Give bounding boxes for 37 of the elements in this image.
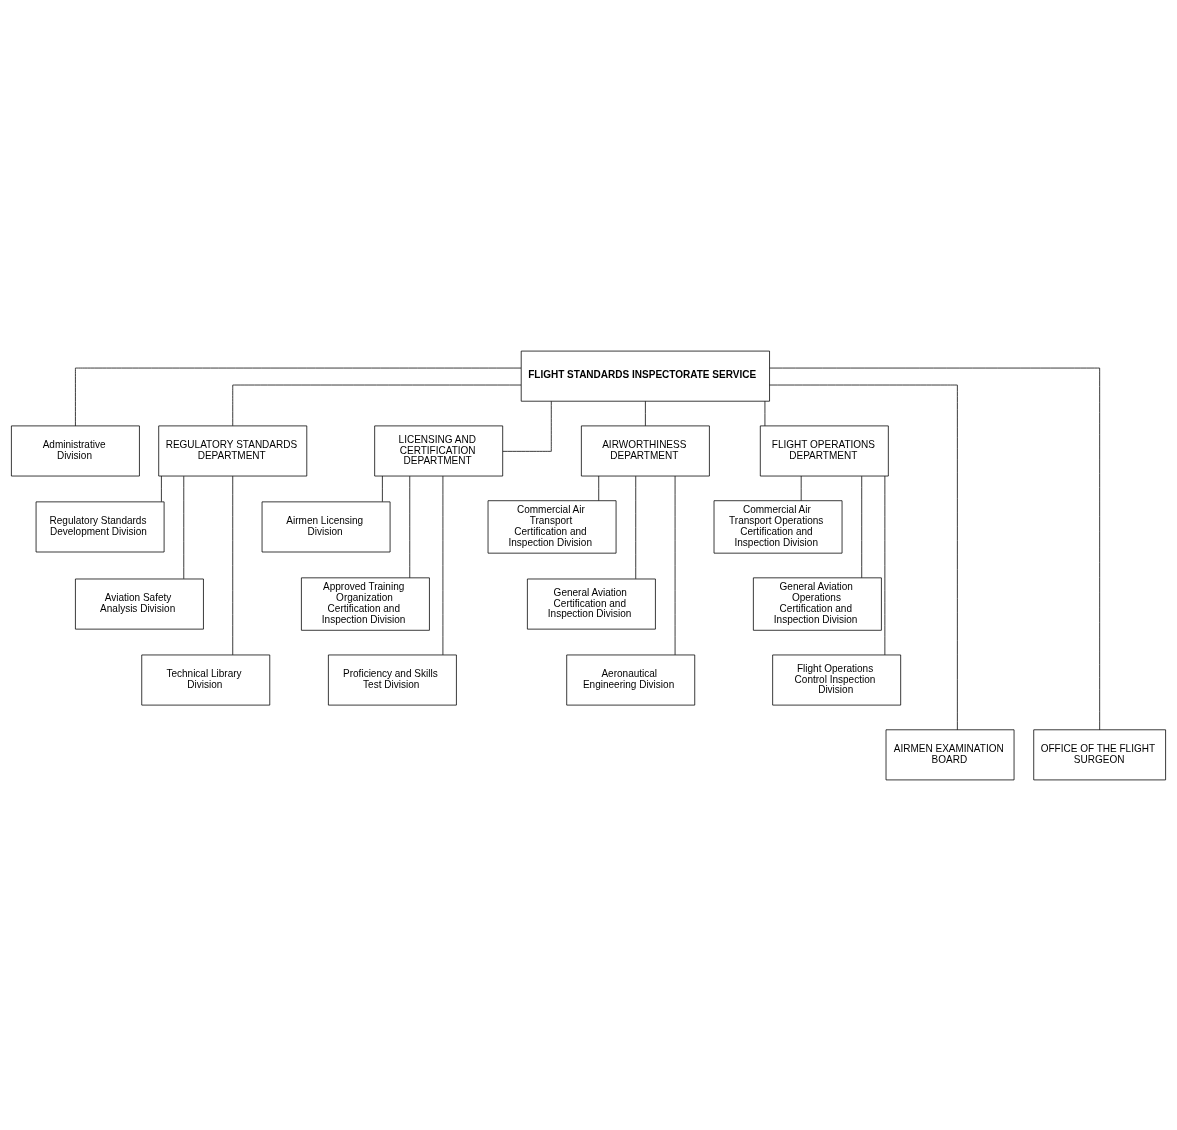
node-box: Flight Operations Control Inspection Division: [772, 654, 902, 705]
node-box: Airmen Licensing Division: [261, 501, 391, 552]
node-box: AIRWORTHINESS DEPARTMENT: [581, 425, 710, 476]
connector: [75, 367, 522, 426]
node-box: OFFICE OF THE FLIGHT SURGEON: [1033, 728, 1166, 780]
connector: [884, 475, 886, 655]
connector: [635, 475, 637, 579]
connector: [861, 475, 863, 578]
node-box: Commercial Air Transport Operations Certification and Inspection Division: [713, 499, 843, 554]
connector: [409, 475, 411, 578]
node-box: Technical Library Division: [141, 654, 271, 705]
connector: [598, 475, 600, 501]
connector: [769, 367, 1101, 730]
node-box: Approved Training Organization Certification and Inspection Division: [301, 576, 430, 631]
node-box: REGULATORY STANDARDS DEPARTMENT: [158, 425, 308, 476]
connector: [502, 400, 552, 452]
node-box: Proficiency and Skills Test Division: [328, 654, 457, 705]
connector: [183, 475, 185, 579]
node-box: General Aviation Operations Certification and Inspection Division: [752, 576, 882, 631]
node-box: FLIGHT OPERATIONS DEPARTMENT: [759, 425, 889, 476]
node-box: General Aviation Certification and Inspection Division: [527, 578, 656, 629]
node-box: Administrative Division: [11, 425, 140, 476]
connector: [161, 475, 162, 502]
connector: [645, 400, 646, 426]
connector: [800, 475, 802, 501]
connector: [232, 384, 522, 426]
node-box: Aviation Safety Analysis Division: [75, 578, 204, 629]
connector: [769, 384, 958, 730]
node-box: FLIGHT STANDARDS INSPECTORATE SERVICE: [520, 350, 770, 402]
node-box: AIRMEN EXAMINATION BOARD: [885, 728, 1015, 780]
connector: [232, 475, 234, 655]
node-box: LICENSING AND CERTIFICATION DEPARTMENT: [374, 425, 504, 476]
node-box: Commercial Air Transport Certification and Inspection Division: [487, 499, 617, 554]
node-box: Regulatory Standards Development Division: [35, 501, 165, 552]
connector: [764, 400, 766, 426]
node-box: Aeronautical Engineering Division: [566, 654, 696, 705]
connector: [382, 475, 383, 502]
